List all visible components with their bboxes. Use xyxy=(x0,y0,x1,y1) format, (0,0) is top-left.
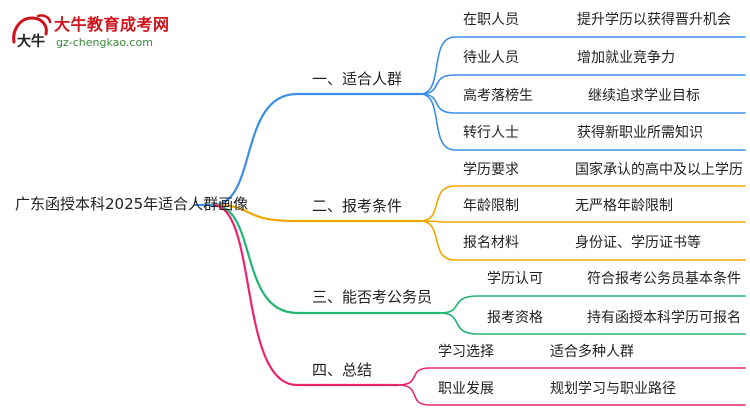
leaf-left: 报名材料 xyxy=(463,235,519,251)
logo-mark-icon: 大牛 xyxy=(12,14,52,50)
leaf-connector xyxy=(419,74,746,95)
root-node: 广东函授本科2025年适合人群画像 xyxy=(15,195,249,213)
leaf-connector xyxy=(439,295,746,314)
logo-name: 大牛教育成考网 xyxy=(54,15,170,34)
leaf-left: 在职人员 xyxy=(463,12,519,28)
leaf-left: 报考资格 xyxy=(487,310,543,326)
leaf-right: 规划学习与职业路径 xyxy=(550,381,676,397)
branch-label: 一、适合人群 xyxy=(312,70,403,88)
leaf-left: 职业发展 xyxy=(438,381,494,397)
leaf-right: 提升学历以获得晋升机会 xyxy=(577,12,731,28)
leaf-connector xyxy=(419,93,746,151)
leaf-left: 学历认可 xyxy=(487,271,543,287)
branch-label: 三、能否考公务员 xyxy=(312,288,433,306)
branch-label: 四、总结 xyxy=(312,361,373,379)
leaf-left: 高考落榜生 xyxy=(463,88,533,104)
leaf-connector xyxy=(419,36,746,95)
leaf-connector xyxy=(439,312,746,335)
leaf-connector xyxy=(397,367,746,386)
branch-connector xyxy=(211,203,422,223)
leaf-right: 符合报考公务员基本条件 xyxy=(587,271,741,287)
leaf-connector xyxy=(419,220,746,261)
leaf-connector xyxy=(419,220,746,223)
branch-connector xyxy=(211,203,400,387)
leaf-left: 年龄限制 xyxy=(463,198,519,214)
leaf-left: 学历要求 xyxy=(463,162,519,178)
leaf-right: 增加就业竞争力 xyxy=(577,50,675,66)
leaf-right: 国家承认的高中及以上学历 xyxy=(575,162,743,178)
leaf-left: 待业人员 xyxy=(463,50,519,66)
leaf-right: 身份证、学历证书等 xyxy=(575,235,701,251)
logo-site: gz-chengkao.com xyxy=(56,36,153,49)
leaf-connector xyxy=(419,185,746,222)
leaf-right: 持有函授本科学历可报名 xyxy=(587,310,741,326)
leaf-right: 继续追求学业目标 xyxy=(588,88,700,104)
leaf-left: 学习选择 xyxy=(438,344,494,360)
branch-label: 二、报考条件 xyxy=(312,197,403,215)
logo-mark-text: 大牛 xyxy=(17,33,45,50)
leaf-connector xyxy=(419,93,746,114)
leaf-left: 转行人士 xyxy=(463,125,519,141)
branch-connector xyxy=(211,203,442,315)
leaf-right: 获得新职业所需知识 xyxy=(577,125,703,141)
leaf-connector xyxy=(397,384,746,406)
leaf-right: 适合多种人群 xyxy=(550,344,634,360)
branch-connector xyxy=(211,92,422,207)
leaf-right: 无严格年龄限制 xyxy=(575,198,673,214)
